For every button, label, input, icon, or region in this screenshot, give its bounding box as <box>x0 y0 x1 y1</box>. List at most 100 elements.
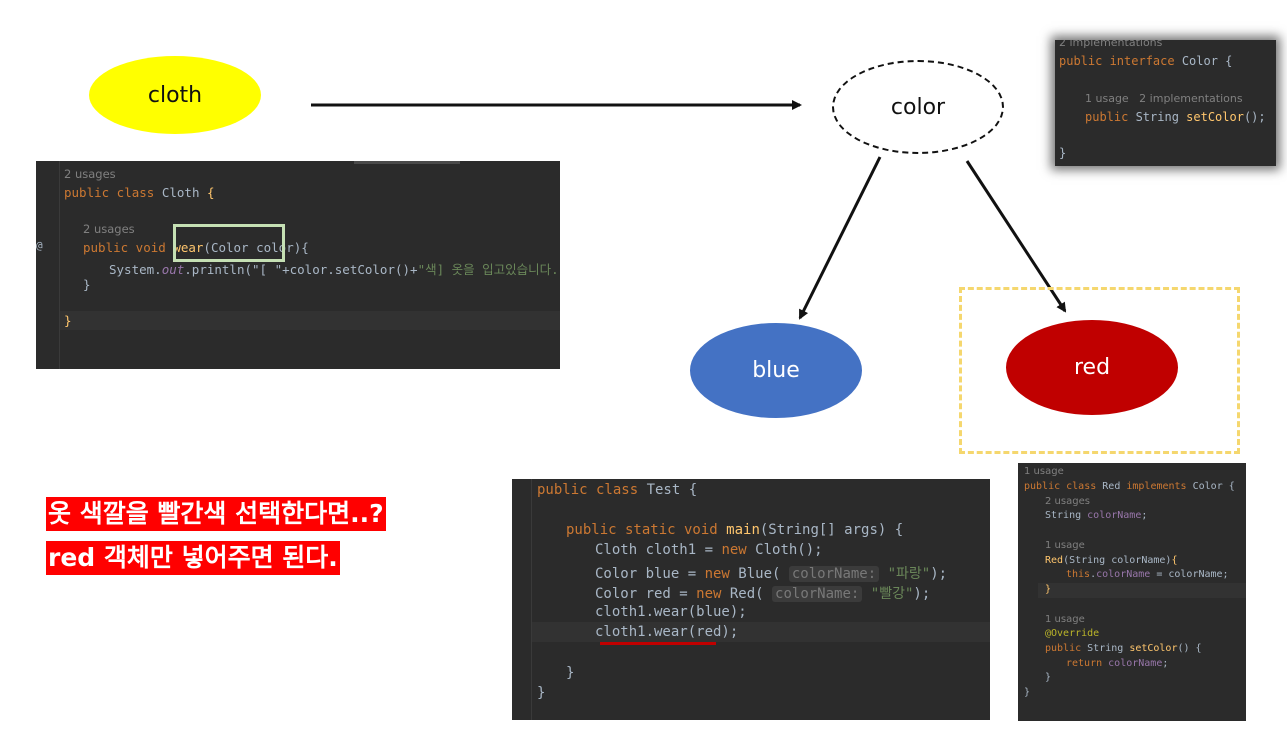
current-line-highlight <box>60 311 560 330</box>
token: Red( <box>729 586 773 602</box>
arrow-color-to-blue <box>798 156 882 320</box>
code-line: public interface Color { <box>1059 54 1232 68</box>
code-line: } <box>1045 672 1052 683</box>
usage-hint: 1 usage <box>1024 466 1064 477</box>
token: Color red = <box>595 586 697 602</box>
token: wear <box>173 240 204 255</box>
code-line: String colorName; <box>1045 510 1147 521</box>
scroll-indicator <box>354 161 460 164</box>
token: public class <box>64 185 162 200</box>
code-line: Color blue = new Blue( colorName: "파랑"); <box>595 563 947 583</box>
token: (String colorName) <box>1063 555 1172 566</box>
token: () { <box>1177 643 1202 654</box>
token: public <box>1085 110 1136 124</box>
token: return <box>1066 658 1109 669</box>
usage-hint: 1 usage <box>1045 614 1085 625</box>
token: "파랑" <box>887 566 931 582</box>
token: ; <box>1162 658 1169 669</box>
token: { <box>1171 555 1178 566</box>
code-line: public class Red implements Color { <box>1024 481 1235 492</box>
implementations-hint: 2 implementations <box>1059 40 1163 49</box>
token: public interface <box>1059 54 1182 68</box>
token: setColor <box>1186 110 1244 124</box>
code-panel-test: public class Test { public static void m… <box>512 479 990 720</box>
token: .println("[ "+color.setColor()+ <box>184 262 418 277</box>
node-color: color <box>832 60 1004 154</box>
token: Red <box>1045 555 1064 566</box>
token: Color blue = <box>595 566 705 582</box>
token: public class <box>1024 481 1103 492</box>
code-line: public String setColor() { <box>1045 643 1202 654</box>
token: public <box>1045 643 1088 654</box>
node-blue-label: blue <box>752 358 800 383</box>
node-cloth: cloth <box>89 56 261 134</box>
usage-hint: 1 usage <box>1045 540 1085 551</box>
code-line: } <box>64 313 72 328</box>
code-line: } <box>1059 146 1067 160</box>
token: ); <box>930 566 948 582</box>
usage-hint: 1 usage 2 implementations <box>1085 92 1243 105</box>
token: (String[] args) { <box>759 522 904 538</box>
token: colorName <box>1096 569 1151 580</box>
token: Cloth cloth1 = <box>595 542 722 558</box>
usages-hint: 2 usages <box>83 222 135 236</box>
token: "빨강" <box>870 586 914 602</box>
token: colorName <box>1087 510 1142 521</box>
code-line: public class Test { <box>537 482 697 498</box>
code-panel-red: 1 usage public class Red implements Colo… <box>1018 463 1246 721</box>
gutter-divider <box>531 479 532 720</box>
token: String <box>1045 510 1088 521</box>
usages-hint: 2 usages <box>64 167 116 181</box>
token: Color { <box>1192 481 1235 492</box>
token: "색] 옷을 입고있습니다." <box>417 262 560 277</box>
token: new <box>696 586 730 602</box>
token: = colorName; <box>1150 569 1229 580</box>
code-line: } <box>537 685 546 701</box>
param-hint: colorName: <box>788 566 880 582</box>
token: Test { <box>646 482 698 498</box>
token: implements <box>1126 481 1193 492</box>
code-line: Color red = new Red( colorName: "빨강"); <box>595 583 930 603</box>
token: System. <box>109 262 162 277</box>
token: Cloth <box>161 185 207 200</box>
code-line: } <box>83 277 91 292</box>
code-line: cloth1.wear(red); <box>595 624 739 640</box>
arrow-color-to-red <box>965 160 1067 313</box>
token: Color { <box>1181 54 1233 68</box>
token: public class <box>537 482 647 498</box>
caption-line-1: 옷 색깔을 빨간색 선택한다면..? <box>46 497 386 531</box>
code-line: cloth1.wear(blue); <box>595 604 747 620</box>
code-line: public class Cloth { <box>64 185 215 200</box>
token: public void <box>83 240 174 255</box>
node-color-label: color <box>890 94 946 120</box>
token: String <box>1135 110 1187 124</box>
code-line: @Override <box>1045 628 1100 639</box>
token: public static void <box>566 522 727 538</box>
token: out <box>161 262 185 277</box>
token: main <box>726 522 760 538</box>
current-line-highlight <box>1038 583 1246 598</box>
token: ; <box>1141 510 1148 521</box>
code-line: return colorName; <box>1066 658 1168 669</box>
node-red: red <box>1006 320 1178 415</box>
token: this <box>1066 569 1091 580</box>
node-cloth-label: cloth <box>147 82 203 108</box>
token: . <box>1090 569 1097 580</box>
token: ); <box>913 586 931 602</box>
code-line: Red(String colorName){ <box>1045 555 1177 566</box>
token: new <box>721 542 756 558</box>
code-line: public static void main(String[] args) { <box>566 522 903 538</box>
caption-line-2: red 객체만 넣어주면 된다. <box>46 541 340 575</box>
code-panel-color-interface: 2 implementations public interface Color… <box>1055 40 1276 166</box>
token: colorName <box>1108 658 1163 669</box>
code-line: Cloth cloth1 = new Cloth(); <box>595 542 823 558</box>
code-line: this.colorName = colorName; <box>1066 569 1229 580</box>
code-line: public String setColor(); <box>1085 110 1266 124</box>
param-hint: colorName: <box>772 586 863 602</box>
token: { <box>207 185 215 200</box>
code-line: System.out.println("[ "+color.setColor()… <box>109 259 560 278</box>
code-line: } <box>1045 584 1052 595</box>
token: Red <box>1102 481 1127 492</box>
red-underline <box>600 642 716 645</box>
